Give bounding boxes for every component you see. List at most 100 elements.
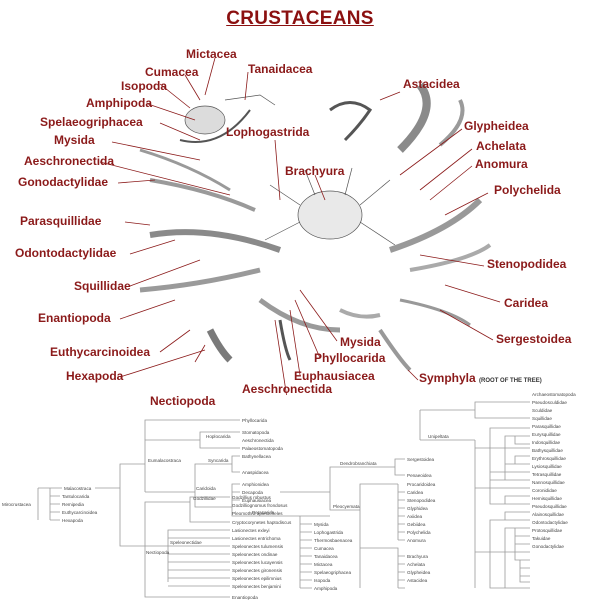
label-tanaidacea: Tanaidacea xyxy=(248,62,313,76)
page-title: CRUSTACEANS xyxy=(226,8,374,29)
label-cumacea: Cumacea xyxy=(145,65,199,79)
tree-decapoda: Decapoda xyxy=(242,490,263,495)
tree-pleo-5: Gebiidea xyxy=(407,522,426,527)
tree-syncarida: Syncarida xyxy=(208,458,229,463)
tree-unip-8: Erythrosquillidae xyxy=(532,456,566,461)
tree-spel-4: Speleonectes lucayensis xyxy=(232,560,283,565)
tree-pleo-2: Stenopodidea xyxy=(407,498,436,503)
tree-unip-17: Protosquillidae xyxy=(532,528,563,533)
tree-branches xyxy=(37,401,530,598)
tree-speleonectidae: Speleonectidae xyxy=(170,540,202,545)
tree-pleo-4: Axiidea xyxy=(407,514,423,519)
tree-unip-13: Hemisquillidae xyxy=(532,496,562,501)
label-nectiopoda: Nectiopoda xyxy=(150,394,216,408)
tree-unip-11: Nannosquillidae xyxy=(532,480,565,485)
label-gonodactylidae: Gonodactylidae xyxy=(18,175,109,189)
tree-hoplocarida: Hoplocarida xyxy=(206,434,231,439)
tree-unip-14: Pseudosquillidae xyxy=(532,504,567,509)
tree-aeschronectida: Aeschronectida xyxy=(242,438,274,443)
label-enantiopoda: Enantiopoda xyxy=(38,311,111,325)
tree-unip-16: Odontodactylidae xyxy=(532,520,568,525)
tree-cryptocorynetes: Cryptocorynetes haptodiscus xyxy=(232,520,292,525)
tree-euthycarcinoidea: Euthycarcinoidea xyxy=(62,510,98,515)
label-anomura: Anomura xyxy=(475,157,528,171)
tree-penaeoidea: Penaeoidea xyxy=(407,473,432,478)
tree-pleo-10: Glypheidea xyxy=(407,570,431,575)
tree-hexapoda: Hexapoda xyxy=(62,518,83,523)
tree-pleo-9: Achelata xyxy=(407,562,425,567)
tree-sergestoidea: Sergestoidea xyxy=(407,457,435,462)
tree-perac-3: Cumacea xyxy=(314,546,334,551)
symphyla-name: Symphyla xyxy=(419,371,476,385)
label-symphyla: Symphyla (ROOT OF THE TREE) xyxy=(419,372,542,388)
tree-pleo-1: Caridea xyxy=(407,490,424,495)
tree-malacostraca: Malacostraca xyxy=(64,486,92,491)
label-parasquillidae: Parasquillidae xyxy=(20,214,102,228)
tree-unip-10: Tetrasquillidae xyxy=(532,472,562,477)
tree-pleo-3: Glyphidea xyxy=(407,506,428,511)
mantis-shrimp-drawing xyxy=(149,229,282,253)
label-brachyura: Brachyura xyxy=(285,164,345,178)
tree-stomatopoda: Stomatopoda xyxy=(242,430,270,435)
tree-spel-7: Speleonectes benjamini xyxy=(232,584,281,589)
tree-godz-1: Godzilliognomus frondosus xyxy=(232,503,288,508)
tree-spel-6: Speleonectes epilimnius xyxy=(232,576,282,581)
label-aeschronectida-top: Aeschronectida xyxy=(24,154,115,168)
label-mysida-bottom: Mysida xyxy=(340,335,381,349)
label-stenopodidea: Stenopodidea xyxy=(487,257,567,271)
tree-spel-2: Speleonectes tulumensis xyxy=(232,544,284,549)
tree-unip-19: Gonodactylidae xyxy=(532,544,564,549)
tree-spel-1: Lasionectes entrichoma xyxy=(232,536,281,541)
label-spelaeogriphacea: Spelaeogriphacea xyxy=(40,115,143,129)
label-squillidae: Squillidae xyxy=(74,279,131,293)
tree-palaeostomatopoda: Palaeostomatopoda xyxy=(242,446,283,451)
tree-dendrobranchiata: Dendrobranchiata xyxy=(340,461,377,466)
tree-unip-9: Lysiosquillidae xyxy=(532,464,562,469)
tree-unip-5: Eurysquillidae xyxy=(532,432,561,437)
tree-eumalacostraca: Eumalacostraca xyxy=(148,458,181,463)
tree-root: Mirocrustacea xyxy=(2,502,31,507)
label-isopoda: Isopoda xyxy=(121,79,168,93)
label-euphausiacea: Euphausiacea xyxy=(294,369,375,383)
tree-tantulocarida: Tantulocarida xyxy=(62,494,90,499)
label-mysida-top: Mysida xyxy=(54,133,95,147)
label-achelata: Achelata xyxy=(476,139,527,153)
label-odontodactylidae: Odontodactylidae xyxy=(15,246,117,260)
label-polychelida: Polychelida xyxy=(494,183,561,197)
symphyla-note: (ROOT OF THE TREE) xyxy=(479,378,542,384)
tree-peracarida: Peracarida xyxy=(252,510,275,515)
tree-pleo-8: Brachyura xyxy=(407,554,428,559)
tree-godz-2: Pleomothra apletocheles xyxy=(232,511,283,516)
isopod-drawing xyxy=(184,105,226,135)
tree-pleo-6: Polychelida xyxy=(407,530,431,535)
label-phyllocarida: Phyllocarida xyxy=(314,351,386,365)
tree-euphausiacea: Euphausiacea xyxy=(242,498,272,503)
tree-enantiopoda: Enantiopoda xyxy=(232,595,258,600)
tree-bathynellacea: Bathynellacea xyxy=(242,454,271,459)
phylogenetic-tree: Mirocrustacea Malacostraca Tantulocarida… xyxy=(2,392,576,600)
tree-spel-3: Speleonectes ondinae xyxy=(232,552,278,557)
tree-pleocyemata: Pleocyemata xyxy=(333,504,360,509)
label-euthycarcinoidea: Euthycarcinoidea xyxy=(50,345,151,359)
label-caridea: Caridea xyxy=(504,296,549,310)
tree-unip-7: Bathysquillidae xyxy=(532,448,563,453)
tree-godzillidae: Godzillidae xyxy=(193,496,216,501)
tree-perac-1: Lophogastrida xyxy=(314,530,344,535)
tree-unip-2: Sculdidae xyxy=(532,408,553,413)
label-aeschronectida-bottom: Aeschronectida xyxy=(242,382,333,396)
tree-perac-0: Mysida xyxy=(314,522,329,527)
shrimp-drawing xyxy=(389,197,483,253)
tree-unip-3: Squillidae xyxy=(532,416,552,421)
tree-nectiopoda: Nectiopoda xyxy=(146,550,170,555)
label-sergestoidea: Sergestoidea xyxy=(496,332,572,346)
euphausiid-drawing xyxy=(258,297,341,333)
tree-unip-18: Takuidae xyxy=(532,536,551,541)
tree-perac-5: Mictacea xyxy=(314,562,333,567)
tree-perac-4: Tanaidacea xyxy=(314,554,338,559)
tree-remipedia: Remipedia xyxy=(62,502,84,507)
tree-unip-1: Pseudosculdidae xyxy=(532,400,567,405)
label-hexapoda: Hexapoda xyxy=(66,369,124,383)
label-amphipoda: Amphipoda xyxy=(86,96,152,110)
tree-caridoida: Caridoida xyxy=(196,486,216,491)
tree-perac-2: Thermosbaenacea xyxy=(314,538,353,543)
